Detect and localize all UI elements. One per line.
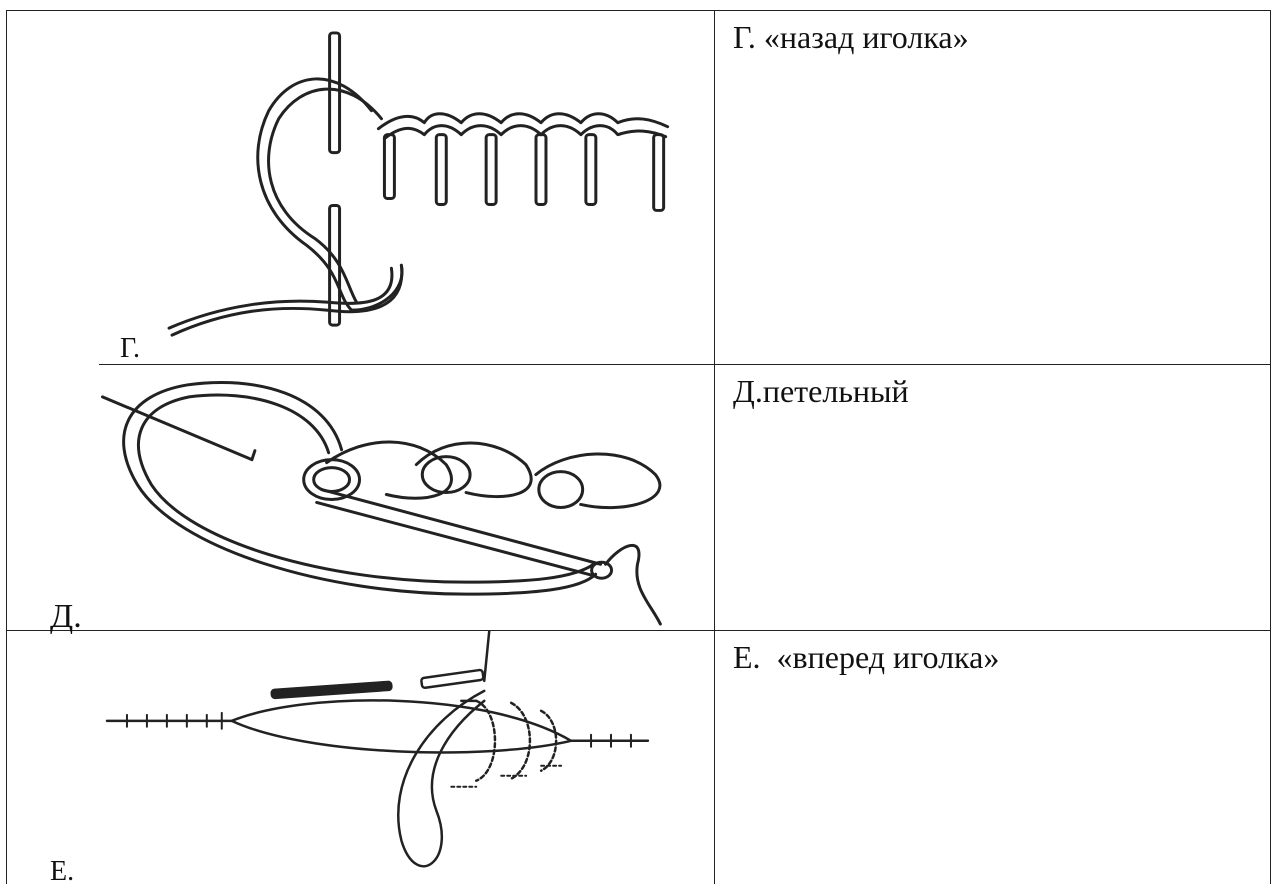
table-row: Д. Д.петельный xyxy=(7,365,1271,631)
chain-stitch-back-needle-illustration xyxy=(7,11,714,364)
caption-cell: Д.петельный xyxy=(715,365,1271,631)
image-cell: Г. xyxy=(7,11,715,365)
caption-text: Е. «вперед иголка» xyxy=(733,637,999,677)
buttonhole-loop-stitch-illustration xyxy=(7,365,714,630)
caption-cell: Е. «вперед иголка» xyxy=(715,631,1271,884)
image-cell: Д. xyxy=(7,365,715,631)
forward-needle-running-stitch-illustration xyxy=(7,631,714,884)
figure-letter: Е. xyxy=(50,856,74,888)
caption-text: Д.петельный xyxy=(733,371,909,411)
caption-cell: Г. «назад иголка» xyxy=(715,11,1271,365)
table-row: Е. Е. «вперед иголка» xyxy=(7,631,1271,884)
table-row: Г. Г. «назад иголка» xyxy=(7,11,1271,365)
caption-text: Г. «назад иголка» xyxy=(733,17,969,57)
figure-letter: Г. xyxy=(120,333,140,365)
stitch-table: Г. Г. «назад иголка» xyxy=(6,10,1271,884)
image-cell: Е. xyxy=(7,631,715,884)
